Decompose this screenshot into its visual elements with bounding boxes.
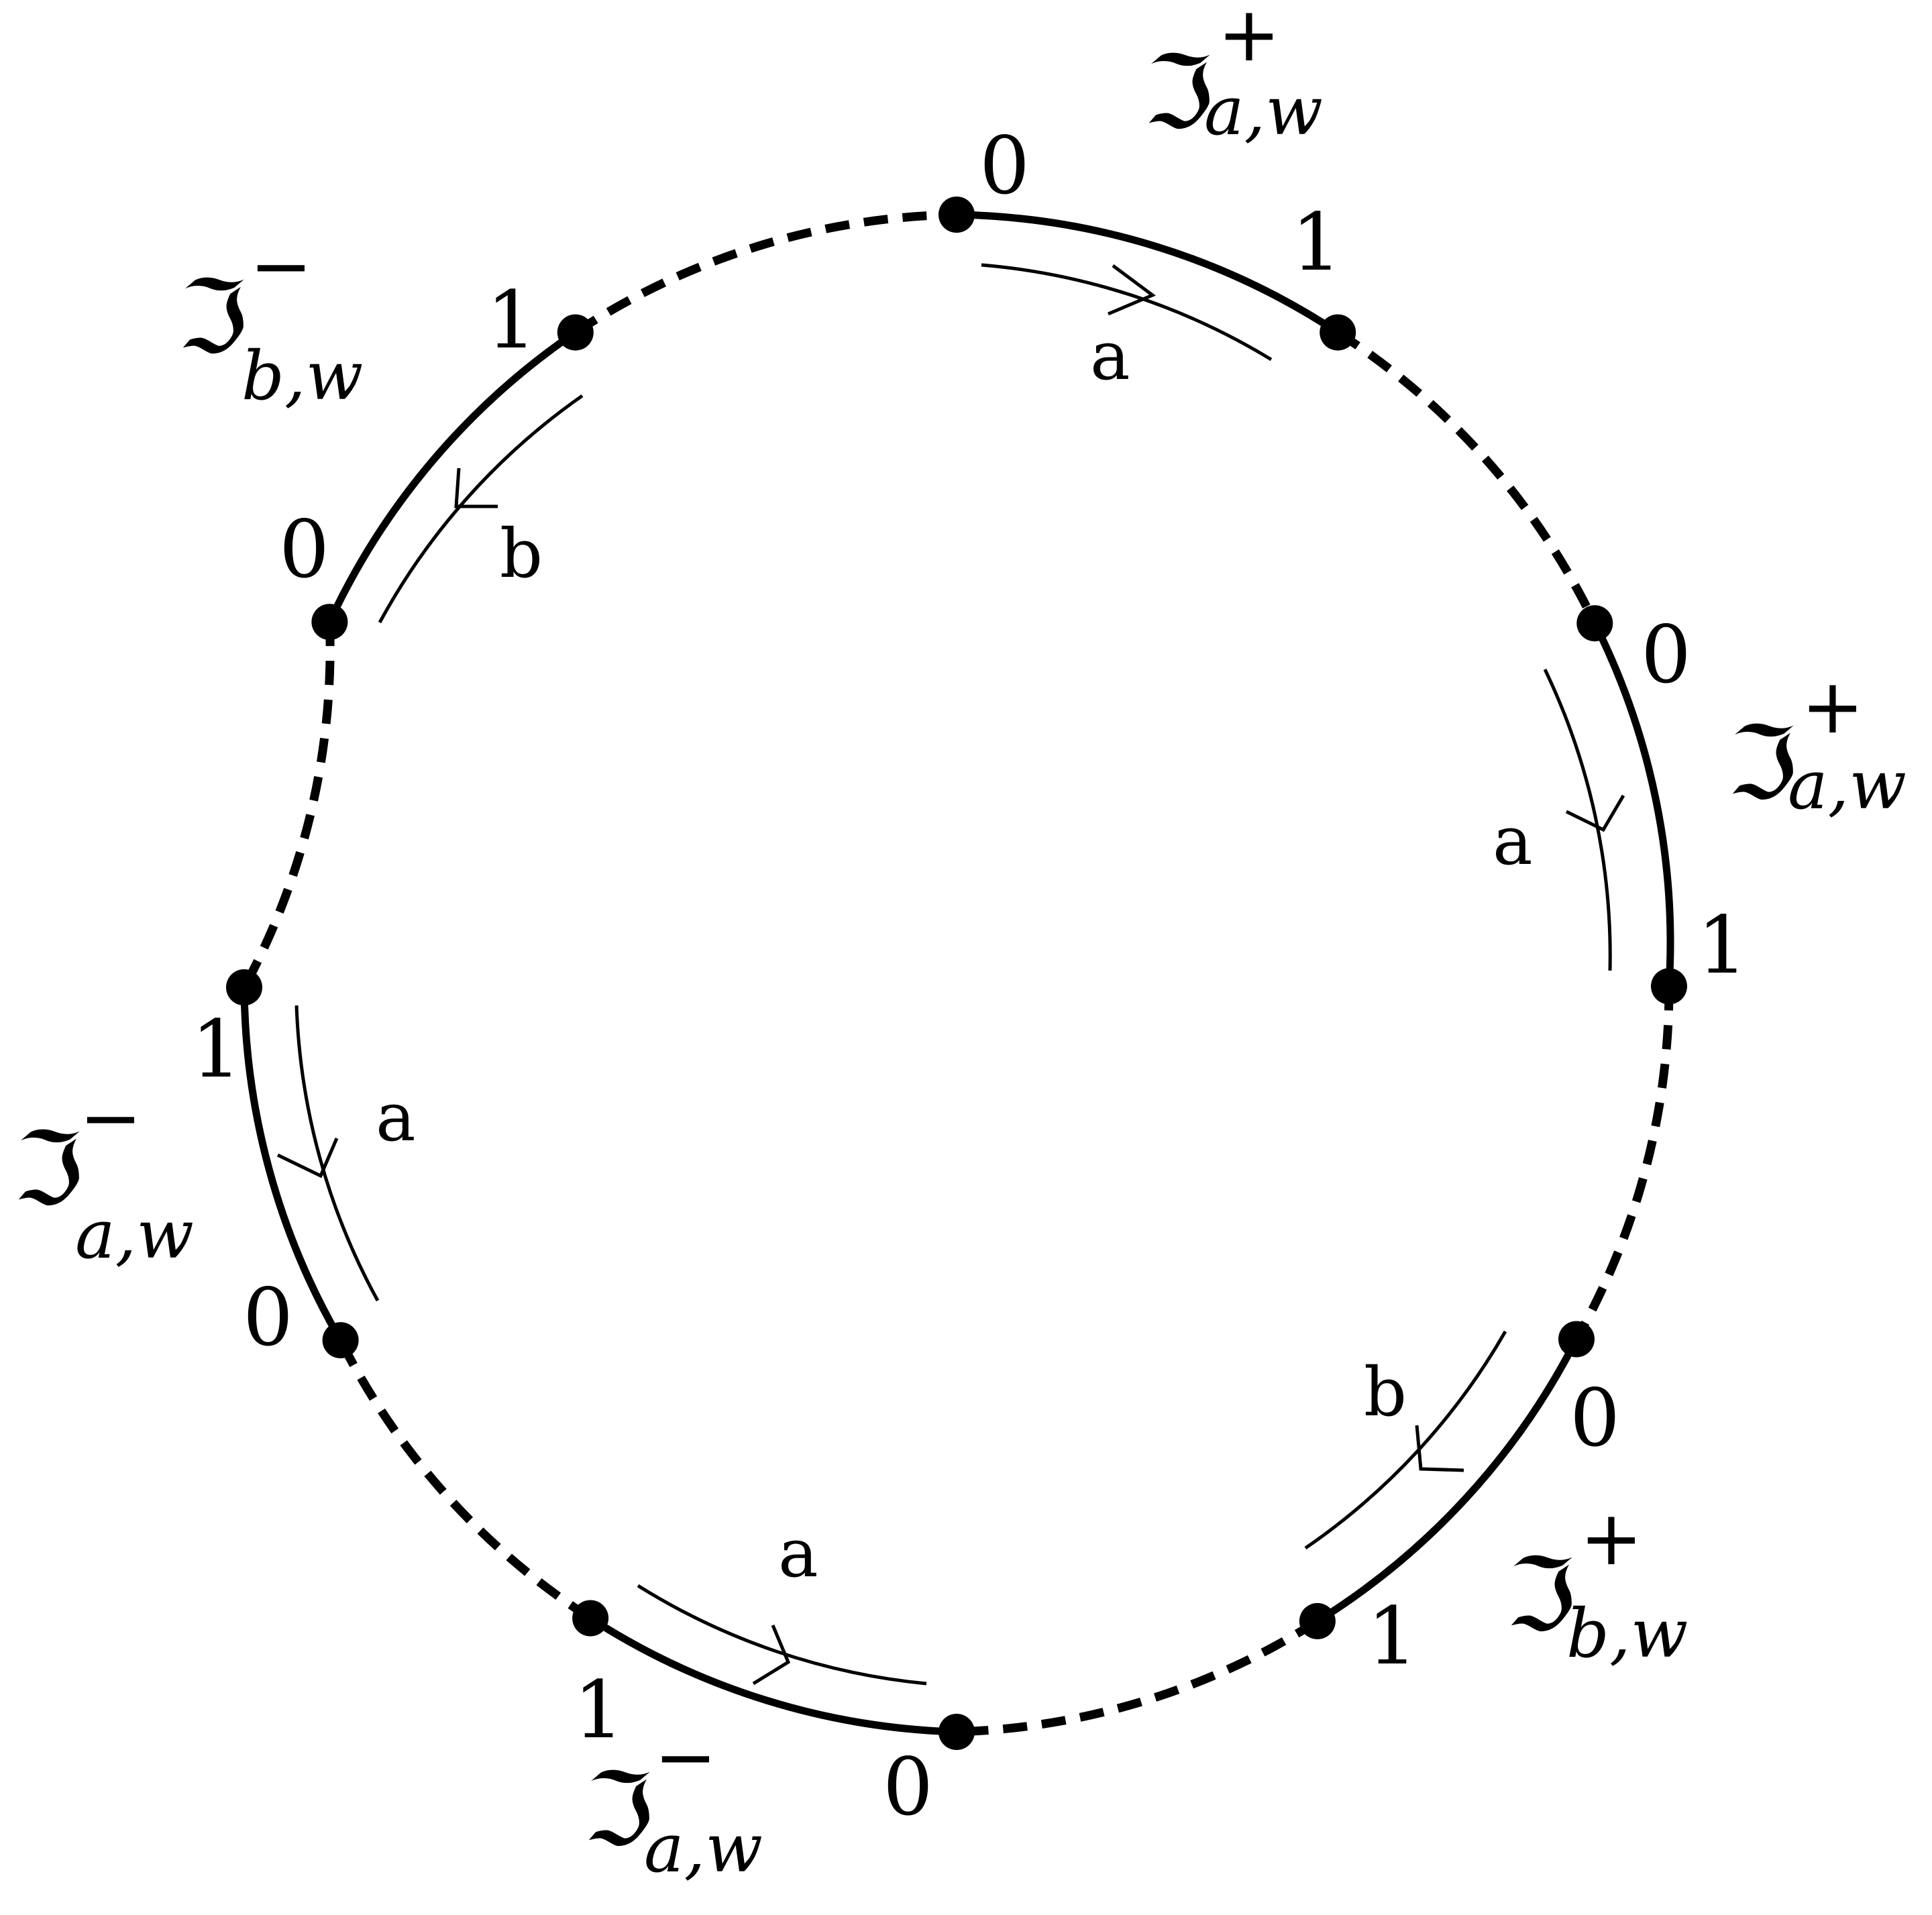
endpoint-label-end: 1 xyxy=(1291,196,1342,288)
edge-curve-left xyxy=(294,1005,380,1302)
endpoint-label-end: 1 xyxy=(191,1003,241,1095)
solid-arc-right xyxy=(1591,621,1674,987)
endpoint-dot xyxy=(226,969,262,1005)
arc-subscript: a,w xyxy=(644,1809,763,1887)
arrow-tick-bottom-right xyxy=(1415,1425,1464,1472)
edge-curve-top xyxy=(981,263,1273,362)
edge-label: b xyxy=(500,514,543,593)
endpoint-dot xyxy=(1320,314,1356,351)
endpoint-dot xyxy=(322,1322,359,1359)
edge-curve-top-left xyxy=(378,394,584,624)
arc-sign: + xyxy=(1218,0,1281,78)
arc-subscript: b,w xyxy=(241,337,363,415)
arc-name-bottom: ℑ − a,w xyxy=(584,1714,763,1887)
arc-subscript: a,w xyxy=(1788,746,1907,824)
endpoint-label-start: 0 xyxy=(1570,1372,1620,1464)
endpoint-label-start: 0 xyxy=(883,1741,933,1833)
arrow-tick-top-left xyxy=(454,468,498,508)
arc-subscript: a,w xyxy=(75,1195,194,1274)
dashed-segment-right xyxy=(1572,986,1674,1342)
solid-arc-bottom xyxy=(588,1615,957,1736)
arc-name-top-left: ℑ − b,w xyxy=(178,223,363,415)
directed-edges xyxy=(276,263,1625,1686)
dashed-segment-bottom-left xyxy=(336,1338,593,1622)
edge-label: a xyxy=(778,1514,818,1592)
dashed-segment-left xyxy=(240,621,335,990)
edge-curve-right xyxy=(1543,668,1612,971)
arrow-tick-top xyxy=(1108,264,1156,316)
endpoint-dot xyxy=(1299,1602,1336,1639)
edge-curve-bottom xyxy=(637,1584,927,1686)
edge-labels: a a b a a b xyxy=(376,317,1533,1592)
endpoint-dot xyxy=(1576,605,1613,642)
arc-script: ℑ xyxy=(1144,35,1214,152)
arc-name-bottom-right: ℑ + b,w xyxy=(1506,1495,1688,1673)
endpoint-dot xyxy=(311,604,348,641)
edge-label: a xyxy=(1493,802,1533,880)
endpoint-dot xyxy=(1651,968,1687,1005)
arc-subscript: b,w xyxy=(1566,1594,1688,1673)
arc-sign: − xyxy=(79,1075,142,1162)
endpoint-label-end: 1 xyxy=(486,274,537,366)
endpoint-label-end: 1 xyxy=(574,1663,624,1756)
solid-boundary-arcs xyxy=(240,211,1674,1736)
dashed-circle-segments xyxy=(240,210,1674,1737)
endpoint-label-start: 0 xyxy=(243,1271,293,1364)
arc-sign: − xyxy=(654,1714,717,1801)
arc-script: ℑ xyxy=(584,1752,654,1869)
endpoint-dots xyxy=(226,197,1687,1750)
edge-label: a xyxy=(1090,317,1130,395)
solid-arc-top xyxy=(956,211,1340,336)
arc-names: ℑ + a,w ℑ + a,w ℑ + b,w ℑ − a,w ℑ − a,w … xyxy=(13,0,1907,1887)
arc-script: ℑ xyxy=(1727,706,1798,822)
endpoint-dot xyxy=(557,314,594,351)
arrow-tick-left xyxy=(276,1138,339,1179)
dashed-segment-top-left xyxy=(573,210,957,337)
dashed-segment-bottom-right xyxy=(956,1617,1320,1737)
endpoint-dot xyxy=(938,197,975,233)
arc-name-right: ℑ + a,w xyxy=(1727,663,1907,824)
arc-sign: + xyxy=(1801,663,1864,751)
endpoint-dot xyxy=(1558,1321,1595,1358)
edge-label: b xyxy=(1364,1353,1407,1431)
arrow-tick-bottom xyxy=(752,1625,791,1686)
arc-name-left: ℑ − a,w xyxy=(13,1075,194,1274)
endpoint-label-start: 0 xyxy=(279,503,329,596)
arc-sign: + xyxy=(1580,1495,1643,1582)
endpoint-labels: 0 1 0 1 0 1 0 1 0 1 0 1 xyxy=(191,119,1748,1833)
arrow-tick-right xyxy=(1565,794,1625,832)
endpoint-label-end: 1 xyxy=(1697,899,1748,991)
endpoint-dot xyxy=(572,1600,609,1637)
solid-arc-bottom-right xyxy=(1315,1337,1580,1625)
dashed-segment-top-right xyxy=(1335,329,1599,626)
arc-name-top: ℑ + a,w xyxy=(1144,0,1323,152)
edge-label: a xyxy=(376,1078,416,1156)
endpoint-label-start: 0 xyxy=(979,119,1030,212)
solid-arc-left xyxy=(240,987,344,1342)
endpoint-dot xyxy=(938,1714,975,1750)
arc-script: ℑ xyxy=(13,1111,84,1228)
endpoint-label-start: 0 xyxy=(1641,608,1691,701)
arc-script: ℑ xyxy=(178,260,248,376)
arc-sign: − xyxy=(250,223,313,310)
arc-subscript: a,w xyxy=(1204,72,1323,150)
arc-script: ℑ xyxy=(1506,1537,1576,1654)
solid-arc-top-left xyxy=(326,329,578,624)
endpoint-label-end: 1 xyxy=(1367,1590,1417,1682)
